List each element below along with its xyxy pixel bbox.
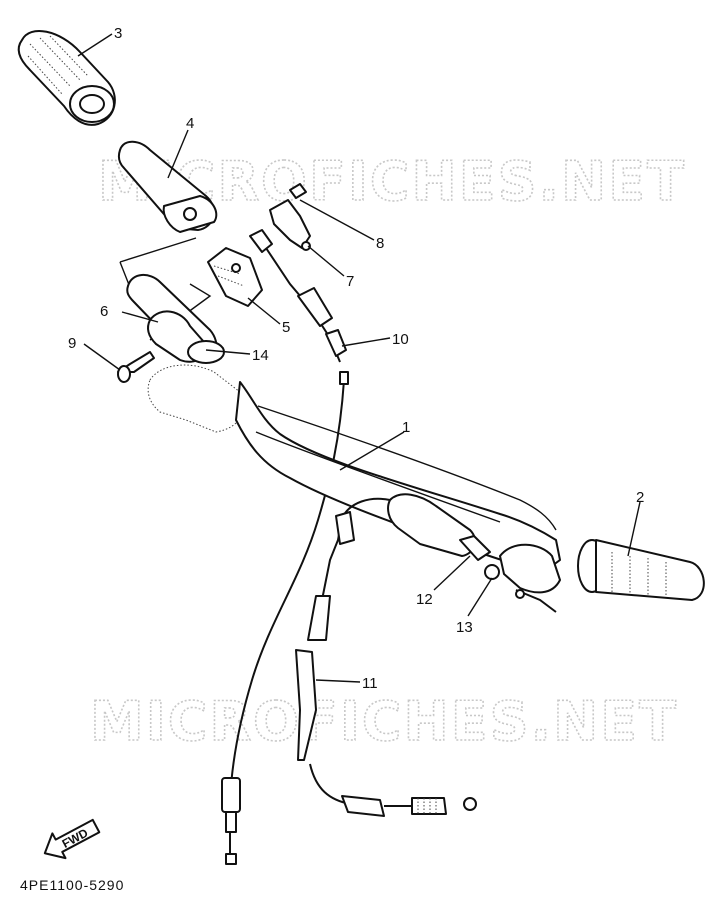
lock-nut-13 xyxy=(484,564,500,580)
callout-8: 8 xyxy=(376,235,384,252)
throttle-housing xyxy=(207,247,263,307)
throttle-cable-end xyxy=(339,371,349,385)
cable-adjuster-12 xyxy=(459,535,491,561)
callout-3: 3 xyxy=(114,25,122,42)
clamp-shadow xyxy=(147,364,245,433)
callout-11: 11 xyxy=(362,675,378,692)
drawing-code: 4PE1100-5290 xyxy=(20,877,124,893)
leader-lines xyxy=(77,33,641,683)
throttle-cable-adjuster xyxy=(221,777,241,865)
right-lever-assembly xyxy=(387,493,561,613)
callout-7: 7 xyxy=(346,273,354,290)
lever-bracket xyxy=(269,183,311,251)
callout-12: 12 xyxy=(416,591,433,608)
callout-5: 5 xyxy=(282,319,290,336)
callout-2: 2 xyxy=(636,489,644,506)
callout-4: 4 xyxy=(186,115,194,132)
screw-9 xyxy=(117,351,155,383)
fwd-arrow: FWD xyxy=(43,818,101,860)
clutch-cable xyxy=(295,497,477,817)
callout-1: 1 xyxy=(402,419,410,436)
callout-13: 13 xyxy=(456,619,473,636)
callout-14: 14 xyxy=(252,347,269,364)
callout-10: 10 xyxy=(392,331,409,348)
throttle-grip-tube xyxy=(117,140,218,233)
left-grip xyxy=(17,30,116,126)
callout-9: 9 xyxy=(68,335,76,352)
throttle-cable-upper xyxy=(249,229,347,363)
watermark-bottom: MICROFICHES.NET xyxy=(90,690,678,753)
handlebar xyxy=(235,381,561,571)
right-grip xyxy=(577,539,705,601)
callout-6: 6 xyxy=(100,303,108,320)
